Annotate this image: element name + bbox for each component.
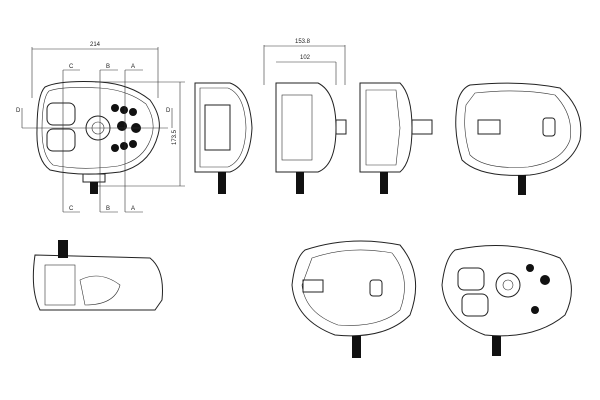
section-b-bottom: B	[106, 206, 110, 212]
section-c-bottom: C	[69, 206, 74, 212]
section-b-top: B	[106, 64, 110, 70]
section-view-a	[194, 82, 253, 194]
section-c-top: C	[69, 64, 74, 70]
width-dimension: 214	[90, 42, 101, 48]
front-perspective-view	[441, 245, 572, 356]
rear-view	[455, 82, 582, 195]
depth-total-dimension: 153.8	[295, 39, 311, 45]
depth-body-dimension: 102	[300, 55, 311, 61]
section-d-right: D	[166, 108, 171, 114]
section-view-c	[359, 82, 433, 194]
section-d-left: D	[16, 108, 21, 114]
rear-perspective-view	[291, 240, 417, 358]
front-view: 214 173.5 C B A C B A D D	[16, 42, 185, 213]
section-a-bottom: A	[131, 206, 135, 212]
cutaway-side-view	[32, 240, 163, 311]
section-a-top: A	[131, 64, 135, 70]
section-view-b: 153.8 102	[263, 39, 347, 194]
height-dimension: 173.5	[172, 129, 178, 145]
